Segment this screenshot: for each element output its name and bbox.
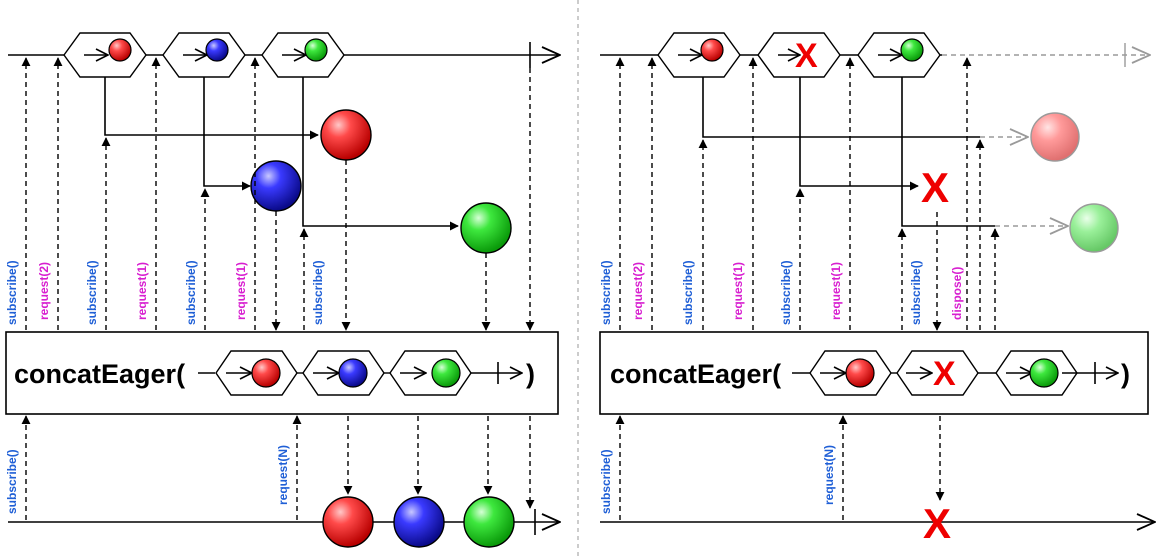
- right-label-request-1b: request(1): [829, 262, 843, 320]
- left-inner-blue-item: [250, 160, 302, 212]
- left-output-blue-item: [393, 496, 445, 548]
- left-operator-inner-blue: [302, 350, 385, 396]
- right-operator-name: concatEager(: [610, 359, 781, 389]
- right-inner-green-item-faded: [1069, 203, 1119, 253]
- right-label-subscribe-1: subscribe(): [599, 260, 613, 325]
- right-label-subscribe-2: subscribe(): [681, 260, 695, 325]
- right-output-error-icon: X: [923, 500, 951, 547]
- left-label-subscribe-1: subscribe(): [5, 260, 19, 325]
- right-panel: X X c: [599, 32, 1155, 547]
- left-label-subscribe-3: subscribe(): [184, 260, 198, 325]
- right-inner-error-icon: X: [921, 164, 949, 211]
- error-x-icon: X: [795, 37, 818, 75]
- left-operator-name: concatEager(: [14, 359, 185, 389]
- left-operator-close-paren: ): [526, 359, 535, 389]
- right-label-bottom-request-n: request(N): [822, 445, 836, 505]
- right-label-request-1: request(1): [731, 262, 745, 320]
- left-label-request-1b: request(1): [234, 262, 248, 320]
- left-operator-inner-green: [389, 350, 472, 396]
- left-source-inner-red: [63, 32, 147, 78]
- left-operator-inner-red: [215, 350, 298, 396]
- left-label-request-2: request(2): [37, 262, 51, 320]
- right-operator-inner-red: [809, 350, 892, 396]
- right-label-bottom-subscribe: subscribe(): [599, 449, 613, 514]
- right-inner-red-item-faded: [1030, 112, 1080, 162]
- right-label-subscribe-3: subscribe(): [779, 260, 793, 325]
- right-source-inner-red: [657, 32, 741, 78]
- right-label-dispose: dispose(): [950, 267, 964, 320]
- right-source-inner-green: [857, 32, 941, 78]
- left-label-request-1a: request(1): [135, 262, 149, 320]
- left-label-subscribe-2: subscribe(): [85, 260, 99, 325]
- left-label-subscribe-4: subscribe(): [311, 260, 325, 325]
- left-label-bottom-request-n: request(N): [276, 445, 290, 505]
- left-label-bottom-subscribe: subscribe(): [5, 449, 19, 514]
- left-panel: concatEager( ): [5, 32, 560, 548]
- right-operator-close-paren: ): [1121, 359, 1130, 389]
- right-operator-inner-error: X: [896, 350, 979, 396]
- right-operator-error-icon: X: [933, 355, 956, 393]
- right-label-request-2: request(2): [631, 262, 645, 320]
- left-source-inner-blue: [162, 32, 246, 78]
- left-inner-green-item: [460, 202, 512, 254]
- left-output-green-item: [463, 496, 515, 548]
- right-source-inner-error: X: [757, 32, 841, 78]
- left-inner-red-item: [320, 109, 372, 161]
- left-source-inner-green: [261, 32, 345, 78]
- left-output-red-item: [322, 496, 374, 548]
- right-label-subscribe-4: subscribe(): [909, 260, 923, 325]
